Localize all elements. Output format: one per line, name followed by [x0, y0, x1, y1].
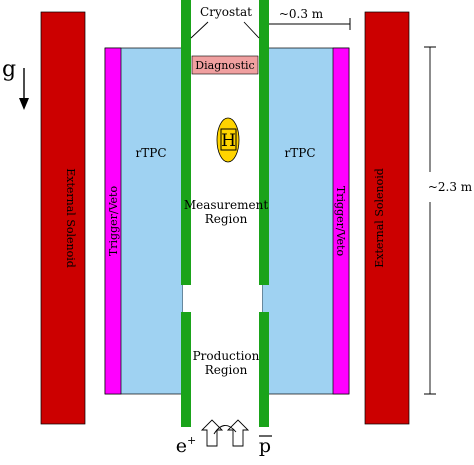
solenoid-right-label: External Solenoid [373, 168, 386, 268]
injection-curve-left [213, 425, 237, 435]
solenoid-left [40, 11, 86, 425]
trigger-right-strip [332, 47, 350, 395]
measurement-region-label-2: Region [205, 212, 248, 226]
production-region-label-2: Region [205, 363, 248, 377]
cryostat-label: Cryostat [200, 5, 252, 19]
gravity-label: g [2, 57, 16, 82]
rtpc-left-label: rTPC [136, 146, 167, 160]
rtpc-right-label: rTPC [285, 146, 316, 160]
height-dimension-label: ~2.3 m [428, 180, 473, 194]
cryostat-wall-right-lower [259, 312, 269, 427]
production-region-label-1: Production [193, 349, 260, 363]
solenoid-right [364, 11, 410, 425]
gravity-arrow-head [19, 98, 29, 110]
region-gap [183, 285, 262, 312]
trigger-left-strip [104, 47, 122, 395]
injection-arrow-right [226, 419, 250, 447]
antiproton-label: p [259, 435, 271, 457]
diagnostic-label: Diagnostic [195, 59, 254, 72]
cryostat-pointer-left [190, 21, 209, 39]
cryostat-pointer-right [243, 21, 260, 39]
width-dimension-label: ~0.3 m [279, 7, 324, 21]
diagnostic-box [191, 55, 259, 75]
cryostat-wall-left-upper [181, 0, 191, 285]
hydrogen-symbol-box [220, 128, 237, 151]
positron-label: e+ [176, 434, 196, 457]
cryostat-wall-right-upper [259, 0, 269, 285]
solenoid-left-label: External Solenoid [64, 168, 77, 268]
hydrogen-symbol: H [221, 131, 236, 151]
trigger-left-label: Trigger/Veto [107, 186, 120, 257]
trigger-right-label: Trigger/Veto [334, 186, 347, 257]
cryostat-wall-left-lower [181, 312, 191, 427]
injection-arrow-left [200, 419, 224, 447]
measurement-region-label-1: Measurement [184, 198, 268, 212]
